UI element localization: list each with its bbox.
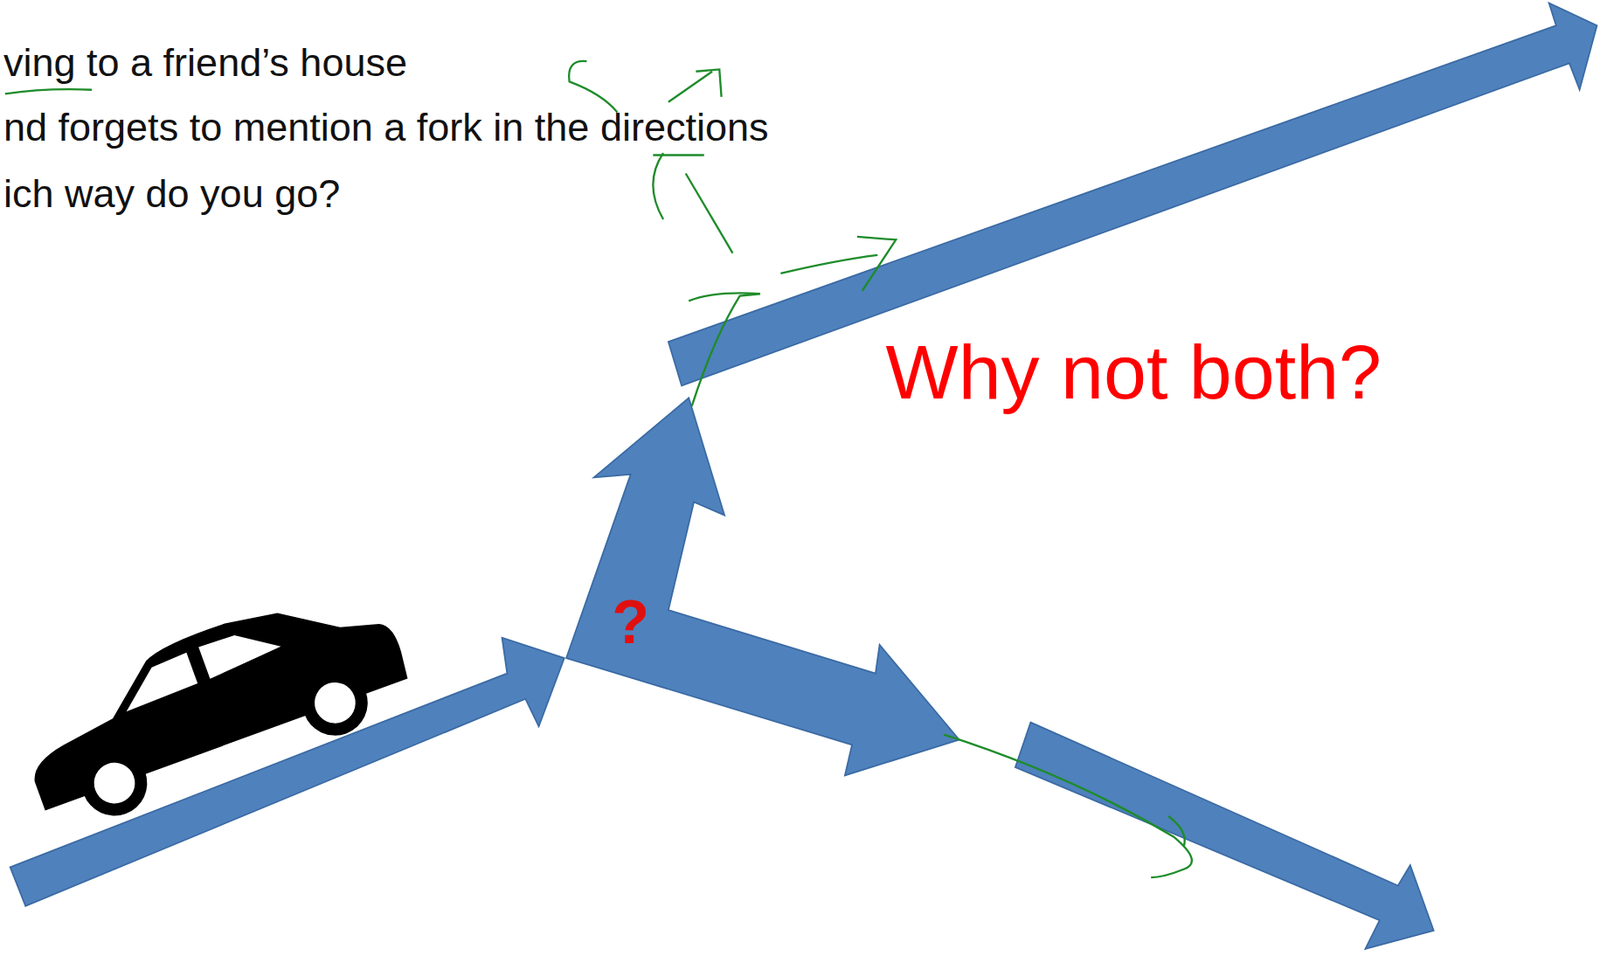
fork-arrow	[566, 397, 960, 776]
car-silhouette	[6, 569, 422, 839]
road-arrow	[668, 3, 1598, 387]
question-mark: ?	[611, 585, 650, 659]
road-arrow	[1015, 722, 1434, 949]
instruction-text: ich way do you go?	[3, 170, 340, 218]
instruction-text: ving to a friend’s house	[3, 39, 408, 87]
instruction-text: nd forgets to mention a fork in the dire…	[3, 103, 769, 152]
punchline-text: Why not both?	[886, 325, 1382, 419]
